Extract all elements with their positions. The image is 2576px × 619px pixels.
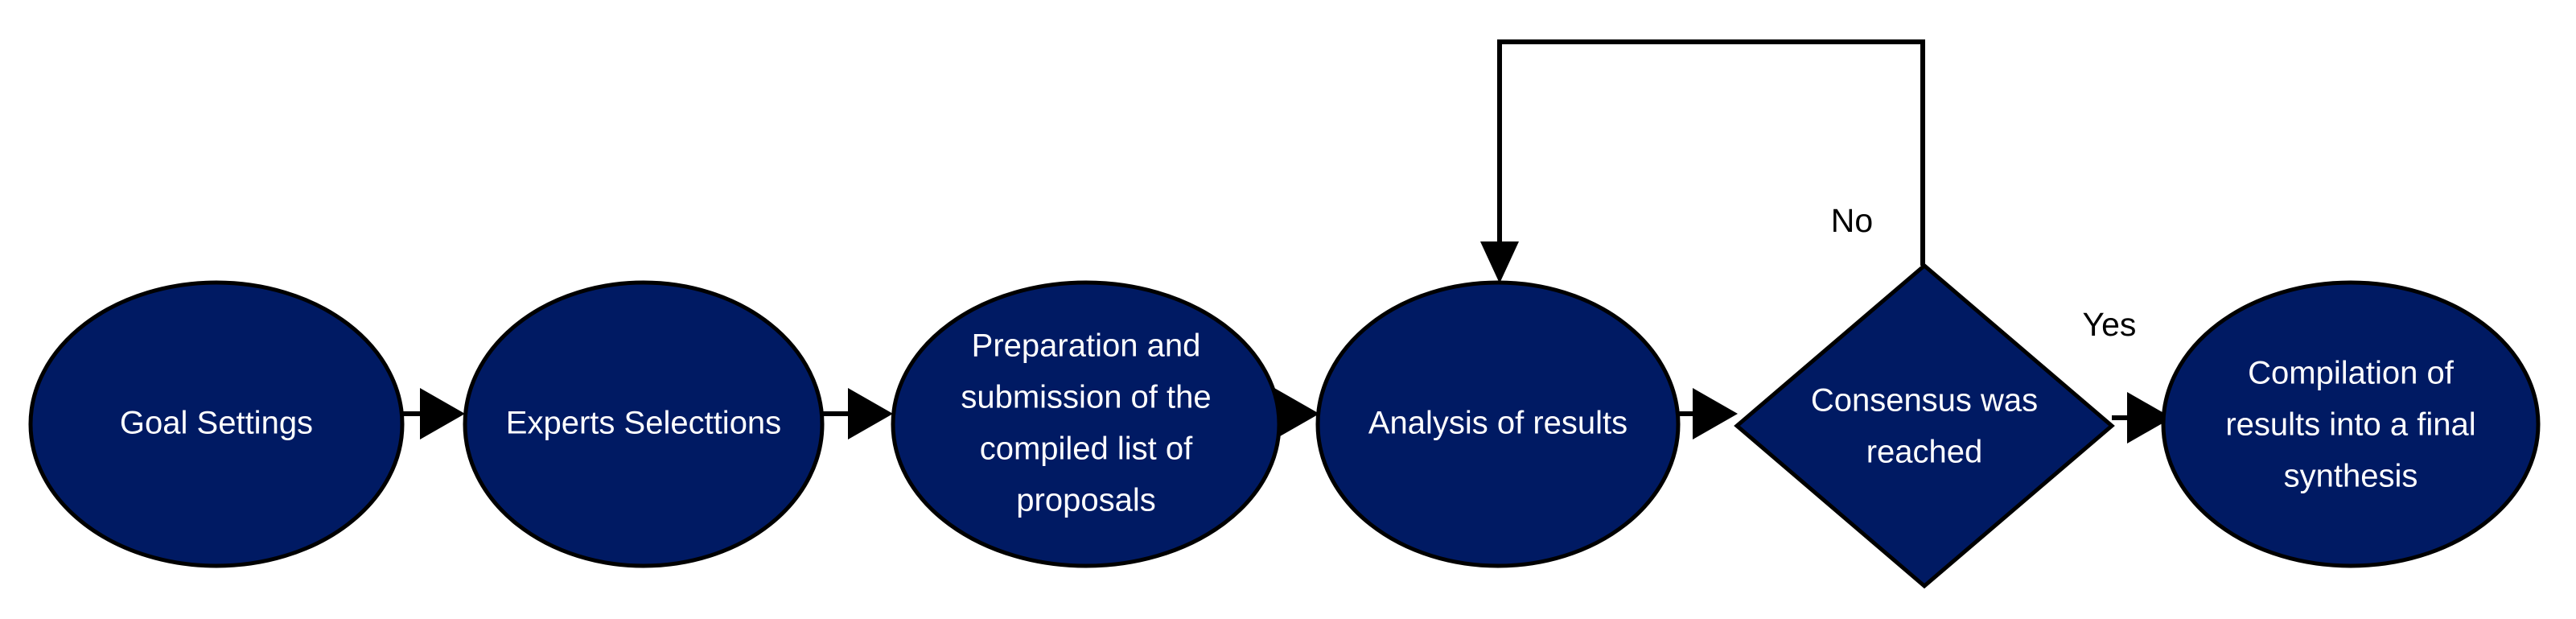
node-consensus-was-reached-shape xyxy=(1734,262,2115,589)
node-analysis-of-results[interactable]: Analysis of results xyxy=(1315,280,1681,568)
edge-4-arrowhead xyxy=(1693,388,1738,439)
node-experts-selecttions-shape xyxy=(463,280,825,568)
node-compilation-final-synthesis[interactable]: Compilation of results into a final synt… xyxy=(2161,280,2541,568)
edge-2-arrowhead xyxy=(848,388,893,439)
node-preparation-submission[interactable]: Preparation and submission of the compil… xyxy=(891,280,1282,568)
node-compilation-final-synthesis-label-line-3: synthesis xyxy=(2284,459,2418,494)
edge-no-feedback-loop[interactable] xyxy=(1480,39,1925,283)
node-compilation-final-synthesis-label-line-1: Compilation of xyxy=(2248,356,2455,391)
edge-preparation-to-analysis[interactable] xyxy=(1274,388,1319,439)
edge-no-path xyxy=(1497,39,1925,266)
node-analysis-of-results-shape xyxy=(1315,280,1681,568)
edge-label-no: No xyxy=(1831,202,1873,239)
node-goal-settings-label: Goal Settings xyxy=(120,406,313,441)
node-goal-settings-shape xyxy=(28,280,405,568)
node-consensus-was-reached-label-line-2: reached xyxy=(1866,435,1983,470)
node-consensus-was-reached-label-line-1: Consensus was xyxy=(1811,383,2038,419)
node-goal-settings[interactable]: Goal Settings xyxy=(28,280,405,568)
node-preparation-submission-label-line-3: compiled list of xyxy=(980,431,1193,467)
edge-no-arrowhead xyxy=(1480,241,1519,283)
node-experts-selecttions-label: Experts Selecttions xyxy=(506,406,781,441)
node-preparation-submission-label-line-2: submission of the xyxy=(961,380,1211,415)
node-experts-selecttions[interactable]: Experts Selecttions xyxy=(463,280,825,568)
node-analysis-of-results-label: Analysis of results xyxy=(1368,406,1627,441)
edge-experts-to-preparation[interactable] xyxy=(822,388,893,439)
node-consensus-was-reached[interactable]: Consensus was reached xyxy=(1734,262,2115,589)
edge-goal-to-experts[interactable] xyxy=(402,388,465,439)
edge-analysis-to-consensus[interactable] xyxy=(1678,388,1738,439)
node-compilation-final-synthesis-label-line-2: results into a final xyxy=(2225,407,2475,443)
node-preparation-submission-shape xyxy=(891,280,1282,568)
edge-label-yes: Yes xyxy=(2083,306,2137,343)
node-preparation-submission-label-line-1: Preparation and xyxy=(972,328,1201,364)
edge-yes-consensus-to-compilation[interactable] xyxy=(2112,392,2172,444)
edge-3-arrowhead xyxy=(1274,388,1319,439)
node-compilation-final-synthesis-shape xyxy=(2161,280,2541,568)
edge-1-arrowhead xyxy=(420,388,465,439)
node-preparation-submission-label-line-4: proposals xyxy=(1016,483,1155,518)
edge-5-arrowhead xyxy=(2127,392,2172,444)
